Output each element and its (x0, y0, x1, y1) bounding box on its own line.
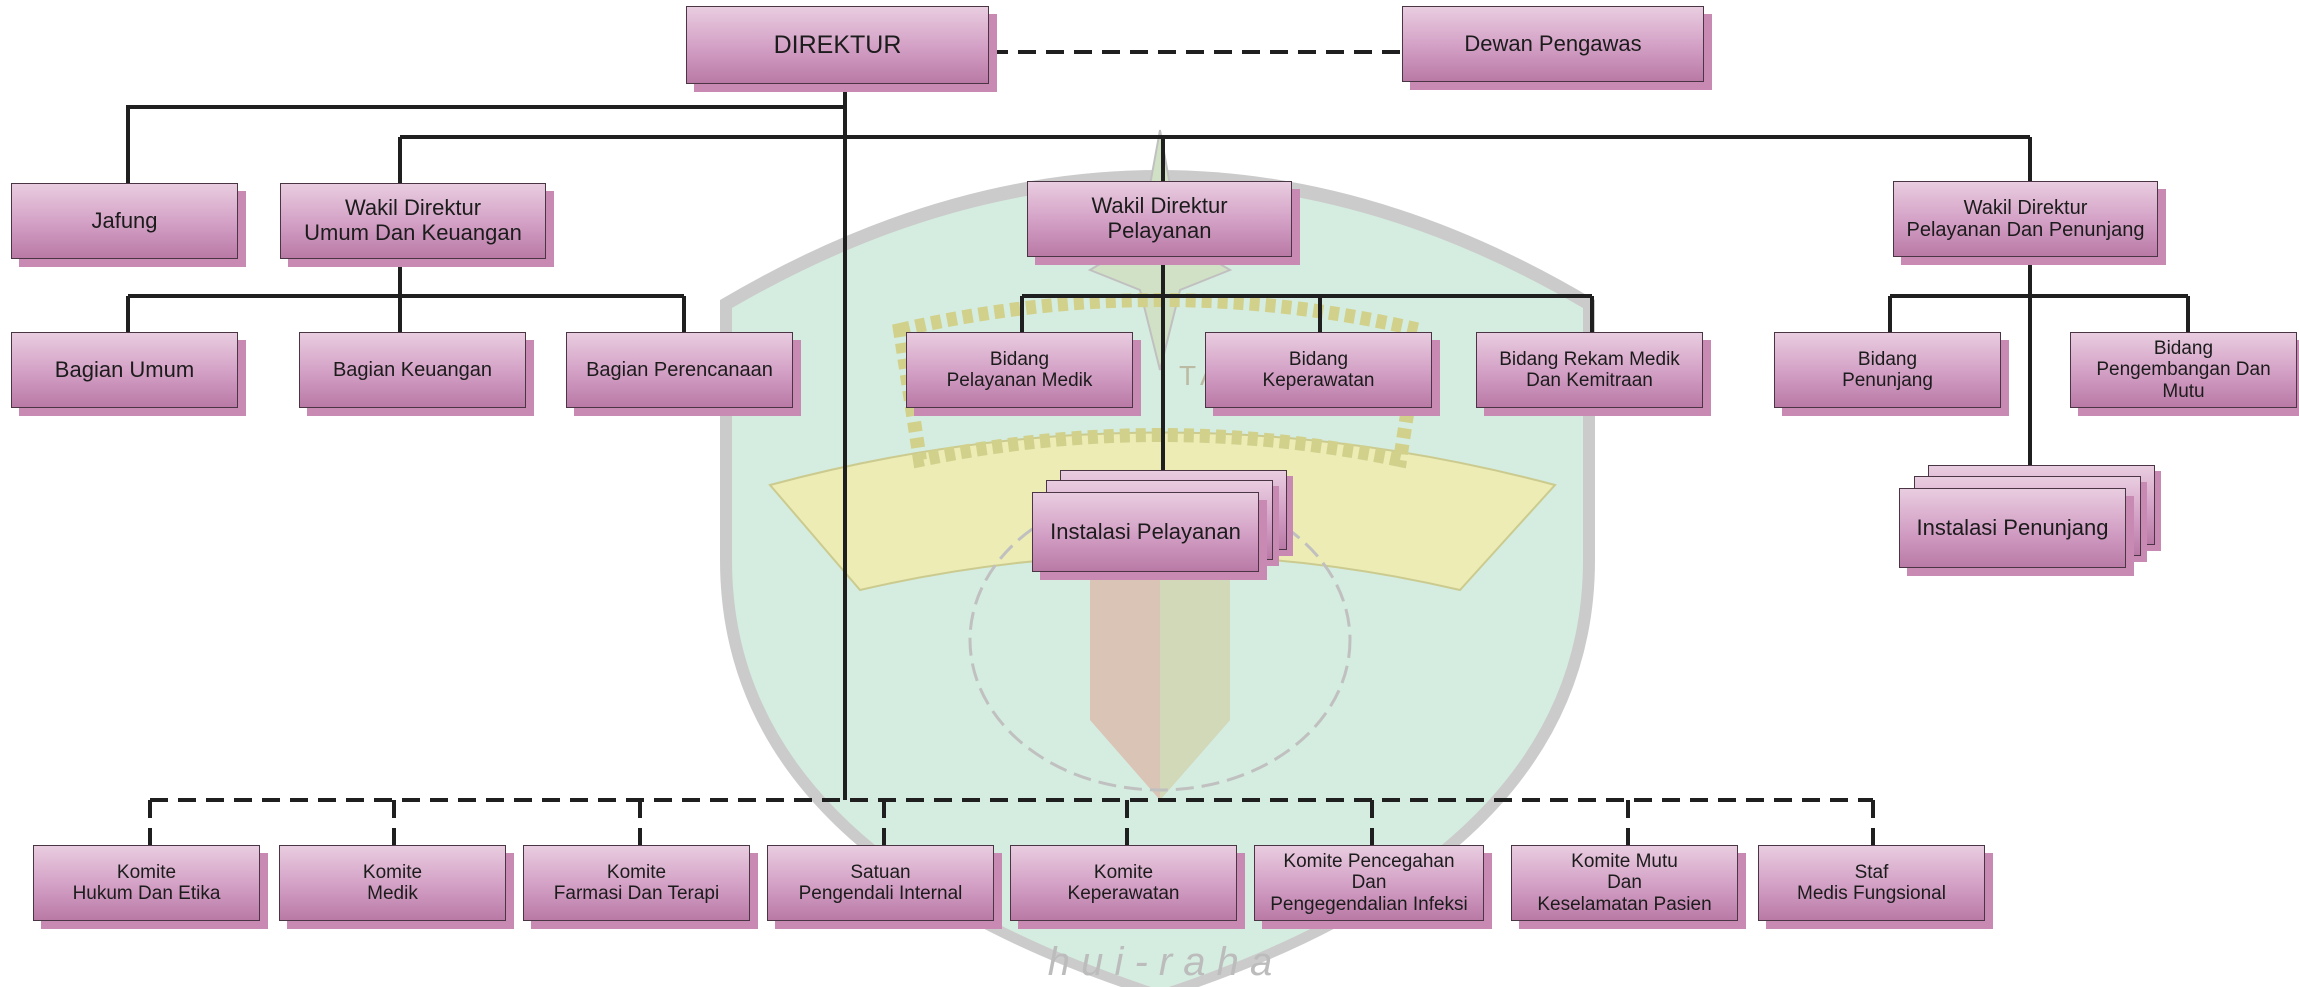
node-komite-pencegahan-infeksi[interactable]: Komite Pencegahan Dan Pengegendalian Inf… (1254, 845, 1484, 921)
connector-jafung (126, 105, 845, 183)
node-bagian-perencanaan[interactable]: Bagian Perencanaan (566, 332, 793, 408)
connector-pelayanan-children (1020, 257, 1594, 470)
node-komite-mutu-keselamatan[interactable]: Komite Mutu Dan Keselamatan Pasien (1511, 845, 1738, 921)
solid-connectors (126, 84, 2190, 800)
node-direktur[interactable]: DIREKTUR (686, 6, 989, 84)
node-bidang-rekam-medik[interactable]: Bidang Rekam Medik Dan Kemitraan (1476, 332, 1703, 408)
node-bidang-pengembangan-mutu[interactable]: Bidang Pengembangan Dan Mutu (2070, 332, 2297, 408)
node-bidang-penunjang[interactable]: Bidang Penunjang (1774, 332, 2001, 408)
node-staf-medis-fungsional[interactable]: Staf Medis Fungsional (1758, 845, 1985, 921)
node-komite-medik[interactable]: Komite Medik (279, 845, 506, 921)
dashed-connectors (148, 50, 1875, 845)
node-dewan-pengawas[interactable]: Dewan Pengawas (1402, 6, 1704, 82)
connector-umum-children (126, 258, 686, 332)
watermark-wreath (968, 488, 1352, 792)
node-bagian-umum[interactable]: Bagian Umum (11, 332, 238, 408)
node-bagian-keuangan[interactable]: Bagian Keuangan (299, 332, 526, 408)
node-wakil-direktur-pelayanan[interactable]: Wakil Direktur Pelayanan (1027, 181, 1292, 257)
watermark-rope (892, 293, 1428, 469)
node-satuan-pengendali-internal[interactable]: Satuan Pengendali Internal (767, 845, 994, 921)
node-bidang-pelayanan-medik[interactable]: Bidang Pelayanan Medik (906, 332, 1133, 408)
node-instalasi-pelayanan[interactable]: Instalasi Pelayanan (1032, 492, 1259, 572)
node-wakil-direktur-umum-keuangan[interactable]: Wakil Direktur Umum Dan Keuangan (280, 183, 546, 259)
node-komite-farmasi-terapi[interactable]: Komite Farmasi Dan Terapi (523, 845, 750, 921)
connector-penunjang-children (1888, 257, 2190, 465)
node-wakil-direktur-pelayanan-penunjang[interactable]: Wakil Direktur Pelayanan Dan Penunjang (1893, 181, 2158, 257)
node-bidang-keperawatan[interactable]: Bidang Keperawatan (1205, 332, 1432, 408)
node-jafung[interactable]: Jafung (11, 183, 238, 259)
watermark-bottom-text: h u i - r a h a (1048, 940, 1273, 984)
node-instalasi-penunjang[interactable]: Instalasi Penunjang (1899, 488, 2126, 568)
watermark-torch-right (1160, 540, 1230, 800)
node-komite-hukum-etika[interactable]: Komite Hukum Dan Etika (33, 845, 260, 921)
node-komite-keperawatan[interactable]: Komite Keperawatan (1010, 845, 1237, 921)
